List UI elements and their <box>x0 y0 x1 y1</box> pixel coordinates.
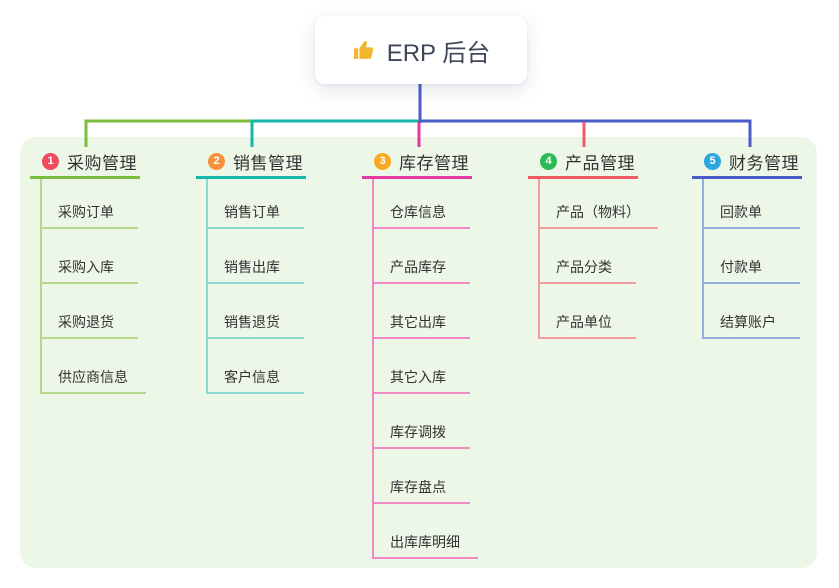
child-node-label: 其它出库 <box>390 314 446 330</box>
branch-inventory-title[interactable]: 3 库存管理 <box>362 146 472 179</box>
child-node[interactable]: 库存调拨 <box>374 394 470 449</box>
child-node[interactable]: 付款单 <box>704 229 800 284</box>
child-node[interactable]: 其它出库 <box>374 284 470 339</box>
branch-product-title[interactable]: 4 产品管理 <box>528 146 638 179</box>
child-node-label: 库存盘点 <box>390 479 446 495</box>
branch-number-badge: 5 <box>704 152 721 170</box>
root-node-label: ERP 后台 <box>386 39 491 67</box>
child-node-label: 结算账户 <box>720 314 776 330</box>
branch-label: 库存管理 <box>399 153 469 173</box>
child-node[interactable]: 客户信息 <box>208 339 304 394</box>
child-node-label: 销售订单 <box>224 204 280 220</box>
child-node[interactable]: 销售出库 <box>208 229 304 284</box>
child-node[interactable]: 库存盘点 <box>374 449 470 504</box>
child-node-label: 采购退货 <box>58 314 114 330</box>
child-node[interactable]: 产品分类 <box>540 229 636 284</box>
branch-purchase: 1 采购管理 采购订单 采购入库 采购退货 供应商信息 <box>30 146 146 394</box>
child-node[interactable]: 仓库信息 <box>374 179 470 229</box>
branch-product-children: 产品（物料） 产品分类 产品单位 <box>538 179 658 339</box>
child-node-label: 出库库明细 <box>390 534 460 550</box>
child-node[interactable]: 采购入库 <box>42 229 138 284</box>
child-node[interactable]: 采购退货 <box>42 284 138 339</box>
branch-product: 4 产品管理 产品（物料） 产品分类 产品单位 <box>528 146 658 339</box>
child-node[interactable]: 出库库明细 <box>374 504 478 559</box>
child-node-label: 产品单位 <box>556 314 612 330</box>
child-node-label: 客户信息 <box>224 369 280 385</box>
branch-sales-title[interactable]: 2 销售管理 <box>196 146 306 179</box>
child-node-label: 回款单 <box>720 204 762 220</box>
child-node[interactable]: 供应商信息 <box>42 339 146 394</box>
thumbs-up-icon <box>352 38 377 63</box>
child-node-label: 产品库存 <box>390 259 446 275</box>
branch-finance-title[interactable]: 5 财务管理 <box>692 146 802 179</box>
branch-sales: 2 销售管理 销售订单 销售出库 销售退货 客户信息 <box>196 146 306 394</box>
child-node-label: 产品分类 <box>556 259 612 275</box>
child-node-label: 库存调拨 <box>390 424 446 440</box>
branch-sales-children: 销售订单 销售出库 销售退货 客户信息 <box>206 179 304 394</box>
child-node[interactable]: 产品库存 <box>374 229 470 284</box>
mindmap-background-panel <box>20 137 817 568</box>
child-node-label: 采购订单 <box>58 204 114 220</box>
child-node[interactable]: 结算账户 <box>704 284 800 339</box>
root-node[interactable]: ERP 后台 <box>315 16 527 84</box>
child-node-label: 销售出库 <box>224 259 280 275</box>
child-node[interactable]: 回款单 <box>704 179 800 229</box>
thumbs-up-icon-svg <box>353 40 373 59</box>
child-node[interactable]: 产品（物料） <box>540 179 658 229</box>
child-node-label: 采购入库 <box>58 259 114 275</box>
branch-label: 产品管理 <box>565 153 635 173</box>
branch-label: 财务管理 <box>729 153 799 173</box>
branch-purchase-children: 采购订单 采购入库 采购退货 供应商信息 <box>40 179 146 394</box>
child-node[interactable]: 其它入库 <box>374 339 470 394</box>
branch-inventory: 3 库存管理 仓库信息 产品库存 其它出库 其它入库 库存调拨 库存盘点 出库库… <box>362 146 478 559</box>
branch-number-badge: 4 <box>540 152 557 170</box>
child-node-label: 销售退货 <box>224 314 280 330</box>
child-node-label: 其它入库 <box>390 369 446 385</box>
child-node-label: 产品（物料） <box>556 204 640 220</box>
child-node[interactable]: 销售订单 <box>208 179 304 229</box>
branch-label: 销售管理 <box>233 153 303 173</box>
branch-number-badge: 2 <box>208 152 225 170</box>
branch-inventory-children: 仓库信息 产品库存 其它出库 其它入库 库存调拨 库存盘点 出库库明细 <box>372 179 478 559</box>
child-node-label: 仓库信息 <box>390 204 446 220</box>
child-node-label: 供应商信息 <box>58 369 128 385</box>
branch-number-badge: 3 <box>374 152 391 170</box>
child-node[interactable]: 采购订单 <box>42 179 138 229</box>
child-node[interactable]: 产品单位 <box>540 284 636 339</box>
branch-label: 采购管理 <box>67 153 137 173</box>
branch-finance: 5 财务管理 回款单 付款单 结算账户 <box>692 146 802 339</box>
branch-purchase-title[interactable]: 1 采购管理 <box>30 146 140 179</box>
child-node-label: 付款单 <box>720 259 762 275</box>
branch-number-badge: 1 <box>42 152 59 170</box>
child-node[interactable]: 销售退货 <box>208 284 304 339</box>
branch-finance-children: 回款单 付款单 结算账户 <box>702 179 800 339</box>
